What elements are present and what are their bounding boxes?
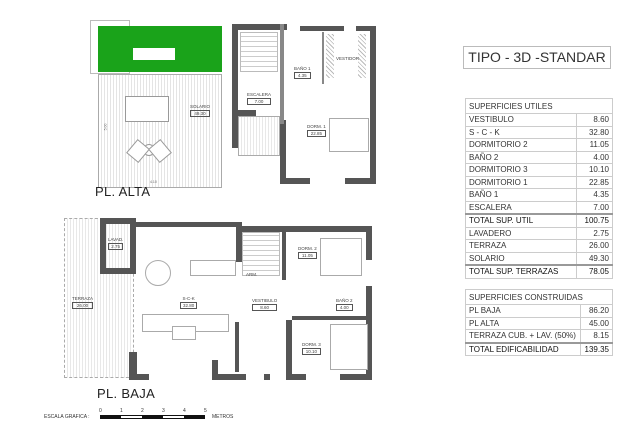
room-terraza: TERRAZA 26.00 — [72, 296, 94, 309]
room-escalera: ESCALERA 7.00 — [247, 92, 272, 105]
room-bano-2: BAÑO 2 4.00 — [336, 298, 353, 311]
coffee-table — [172, 326, 196, 340]
room-solario: SOLARIO 49.30 — [190, 104, 211, 117]
room-dorm-1: DORM. 1 22.85 — [307, 124, 326, 137]
bed-dorm-1 — [329, 118, 369, 152]
wardrobe-right — [358, 34, 366, 78]
room-dorm-2: DORM. 2 11.05 — [298, 246, 317, 259]
bed-dorm-2 — [320, 238, 362, 276]
stairs-lower — [242, 232, 280, 276]
plan-type-title: TIPO - 3D -STANDAR — [463, 46, 611, 69]
room-sck: S-C-K 32.80 — [180, 296, 198, 309]
room-lavadero: LAVAD. 2.75 — [108, 237, 124, 250]
solarium-deck — [98, 74, 222, 188]
dining-table — [125, 96, 169, 122]
scale-label: ESCALA GRAFICA : — [44, 414, 90, 420]
room-vestidor: VESTIDOR — [336, 56, 360, 61]
scale-unit: METROS — [212, 414, 234, 420]
room-dorm-3: DORM. 3 10.10 — [302, 342, 321, 355]
lower-plan-label: PL. BAJA — [97, 386, 156, 401]
stairs-upper — [240, 32, 278, 72]
planter-opening — [133, 48, 175, 60]
room-armario: ARM. — [246, 272, 258, 277]
room-bano-1: BAÑO 1 4.35 — [294, 66, 311, 79]
room-vestibulo: VESTIBULO 8.60 — [252, 298, 278, 311]
kitchen-island — [190, 260, 236, 276]
upper-plan-label: PL. ALTA — [95, 184, 151, 199]
bed-dorm-3 — [330, 324, 368, 370]
balcony-deck — [238, 116, 280, 156]
table-row: TERRAZA CUB. + LAV. (50%)8.15 — [464, 329, 613, 343]
dining-table-round — [145, 260, 171, 286]
table-header: SUPERFICIES UTILES — [465, 98, 613, 114]
wardrobe-left — [326, 34, 334, 78]
table-header: SUPERFICIES CONSTRUIDAS — [465, 289, 613, 305]
